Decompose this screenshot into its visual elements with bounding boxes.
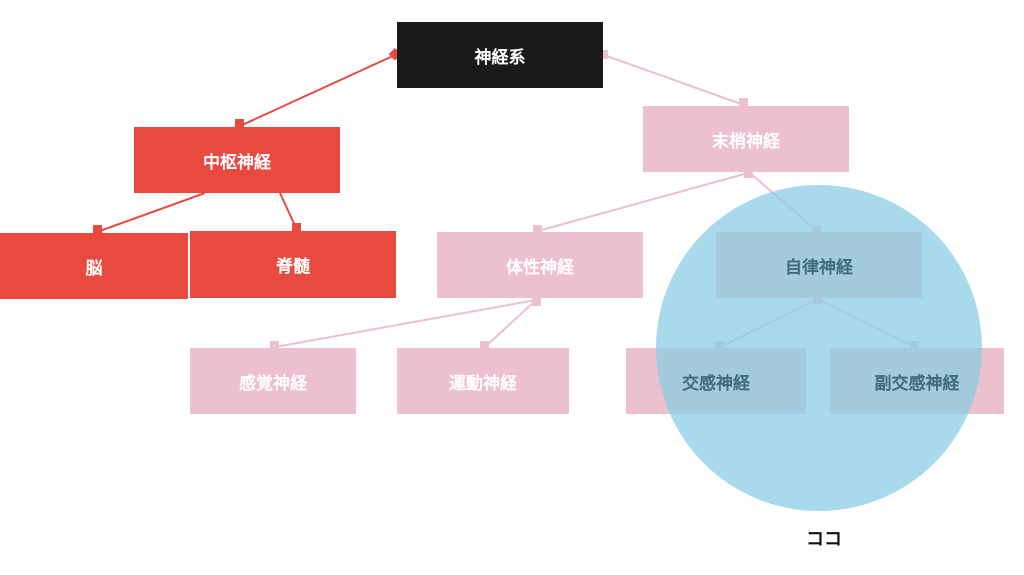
edge-somatic-motor: [484, 299, 537, 348]
node-label: 脳: [85, 258, 103, 279]
node-motor: 運動神経: [397, 348, 569, 414]
node-label: 神経系: [474, 47, 526, 68]
edge-autonomic-sympathetic: [719, 298, 819, 348]
edge-root-central: [239, 54, 396, 127]
node-spinal-cord: 脊髄: [190, 231, 396, 298]
node-central: 中枢神経: [134, 127, 340, 193]
edge-central-brain: [96, 192, 206, 233]
node-label: 中枢神経: [203, 152, 271, 173]
node-parasympathetic: 副交感神経: [830, 348, 1004, 414]
node-label: 自律神経: [785, 257, 853, 278]
node-label: 脊髄: [276, 257, 310, 277]
node-label: 末梢神経: [712, 131, 780, 152]
edge-somatic-sensory: [274, 299, 537, 348]
node-sympathetic: 交感神経: [626, 348, 806, 414]
node-label: 体性神経: [506, 257, 574, 278]
node-autonomic: 自律神経: [716, 232, 922, 298]
node-label: 交感神経: [682, 373, 750, 394]
node-nervous-system: 神経系: [397, 22, 603, 88]
node-sensory: 感覚神経: [190, 348, 356, 414]
node-brain: 脳: [0, 233, 188, 299]
node-label: 感覚神経: [239, 373, 307, 394]
edge-peripheral-autonomic: [749, 172, 818, 232]
node-somatic: 体性神経: [437, 232, 643, 298]
highlight-label: ココ: [806, 529, 842, 550]
edge-peripheral-somatic: [537, 172, 749, 232]
edge-root-peripheral: [603, 54, 745, 106]
node-label: 副交感神経: [874, 373, 960, 394]
node-peripheral: 末梢神経: [643, 106, 849, 172]
node-label: 運動神経: [449, 373, 517, 394]
edge-autonomic-parasympathetic: [817, 298, 916, 348]
